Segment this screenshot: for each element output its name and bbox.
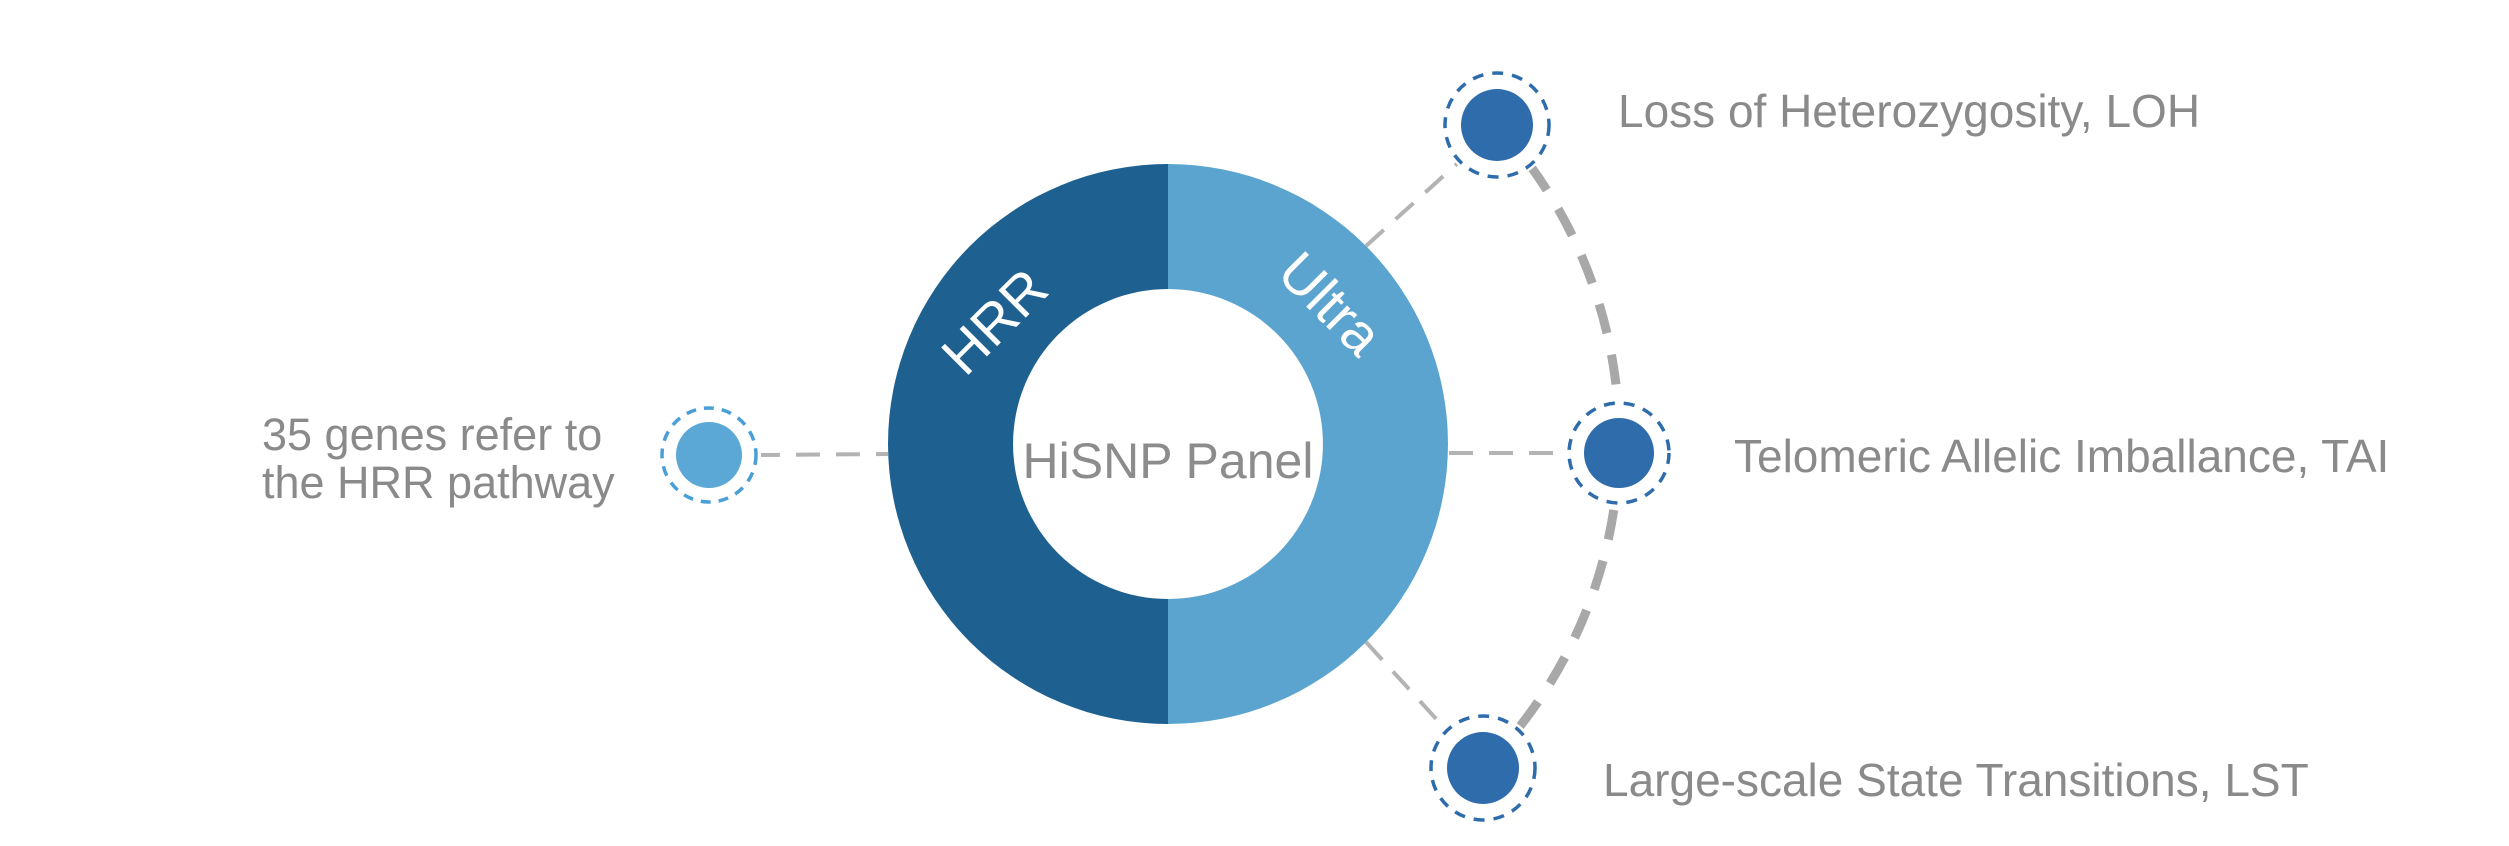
loh-node-ring xyxy=(1443,71,1551,179)
loh-node-dot xyxy=(1461,89,1533,161)
marker-label-tai: Telomeric Allelic Imballance, TAI xyxy=(1734,430,2389,482)
tai-node-dot xyxy=(1584,418,1654,488)
arc-connector-markers xyxy=(1479,121,1624,772)
connector-top-loh xyxy=(1364,150,1472,248)
lst-node-dot xyxy=(1447,732,1519,804)
lst-node-ring xyxy=(1429,714,1537,822)
marker-label-lst: Large-scale State Transitions, LST xyxy=(1603,754,2309,806)
left-node-ring xyxy=(660,406,758,504)
connector-bottom-lst xyxy=(1364,640,1462,747)
left-note-line1: 35 genes refer to xyxy=(262,409,602,460)
left-note-line2: the HRR pathway xyxy=(262,457,615,508)
left-node-dot xyxy=(676,422,742,488)
marker-label-loh: Loss of Heterozygosity, LOH xyxy=(1618,85,2200,137)
tai-node-ring xyxy=(1567,401,1671,505)
donut-segment-ultra xyxy=(1168,164,1448,724)
donut-segment-hrr xyxy=(888,164,1168,724)
donut-center-label: HiSNP Panel xyxy=(1023,433,1314,489)
connector-left-note xyxy=(755,452,889,457)
